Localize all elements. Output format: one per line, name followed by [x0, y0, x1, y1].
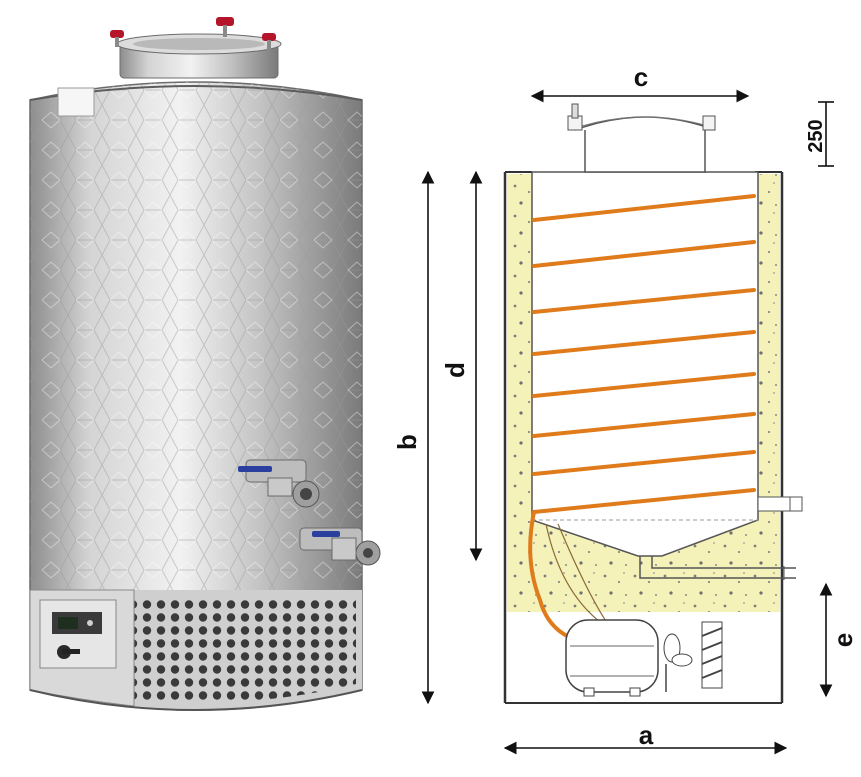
cooling-coil — [528, 194, 756, 642]
condenser-icon — [701, 621, 723, 689]
dimension-c: c — [530, 62, 750, 103]
outer-frame — [503, 171, 784, 704]
dimension-label-e: e — [828, 633, 858, 647]
inner-vessel — [531, 171, 759, 557]
dimension-d: d — [440, 170, 483, 562]
lid-handle-icon — [110, 17, 276, 50]
control-panel — [39, 599, 117, 669]
dimension-b: b — [392, 170, 435, 705]
dimension-label-b: b — [392, 434, 422, 450]
dimension-a: a — [503, 720, 788, 755]
compressor-icon — [565, 619, 659, 697]
dimension-label-a: a — [639, 720, 654, 750]
upper-valve-icon — [238, 459, 320, 508]
lower-valve-icon — [299, 527, 381, 566]
dimension-e: e — [819, 582, 858, 698]
dimension-label-d: d — [440, 362, 470, 378]
lid-hatch — [116, 33, 282, 79]
tank-photo — [29, 17, 381, 711]
diagram-lid — [567, 103, 716, 173]
tank-diagram: c 250 b d e a — [392, 62, 858, 755]
dimension-label-250: 250 — [805, 119, 827, 152]
fan-icon — [663, 633, 693, 692]
dimension-250: 250 — [805, 101, 834, 167]
bottom-drain-pipe — [639, 556, 796, 580]
refrigerant-line — [545, 523, 601, 623]
dimension-label-c: c — [634, 62, 648, 92]
label-plate — [57, 87, 95, 117]
side-outlet-upper — [757, 496, 803, 512]
